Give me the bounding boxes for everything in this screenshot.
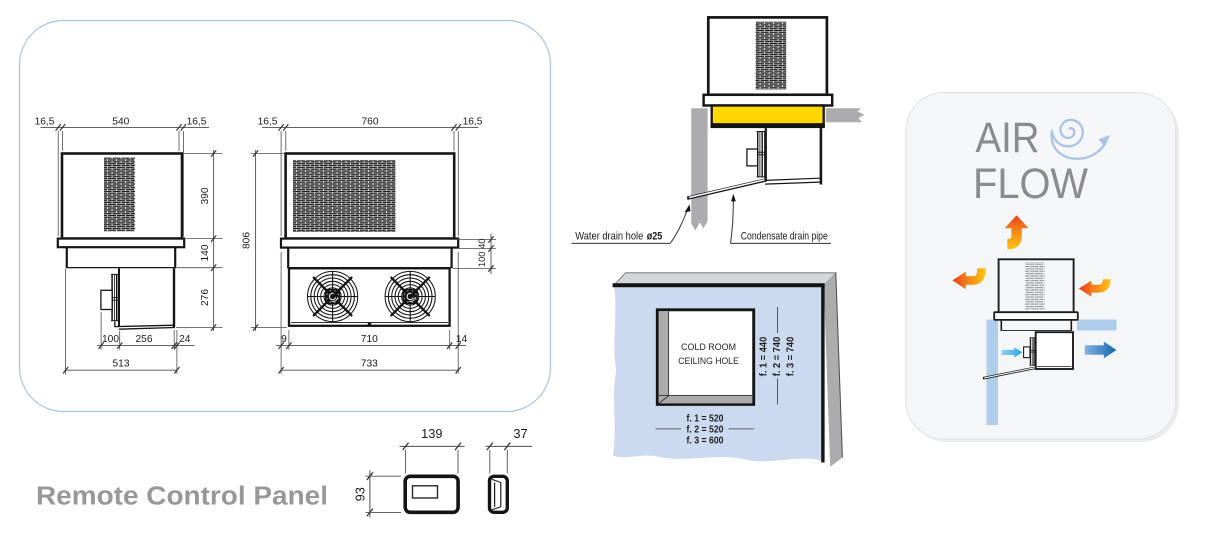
svg-text:276: 276 [200, 289, 211, 306]
svg-text:16,5: 16,5 [258, 116, 278, 127]
svg-text:16,5: 16,5 [463, 116, 483, 127]
svg-text:ø25: ø25 [647, 230, 663, 242]
svg-text:256: 256 [136, 334, 153, 345]
svg-text:16,5: 16,5 [187, 116, 207, 127]
svg-text:CEILING HOLE: CEILING HOLE [678, 356, 739, 367]
svg-text:COLD ROOM: COLD ROOM [681, 342, 736, 353]
svg-text:AIR: AIR [976, 114, 1040, 162]
svg-text:f. 2 = 740: f. 2 = 740 [772, 336, 783, 376]
svg-text:100: 100 [477, 252, 487, 268]
svg-text:37: 37 [513, 426, 527, 441]
svg-text:710: 710 [361, 334, 378, 345]
svg-text:f. 2 = 520: f. 2 = 520 [687, 425, 724, 436]
svg-text:760: 760 [362, 116, 379, 127]
svg-text:FLOW: FLOW [973, 160, 1088, 208]
svg-text:9: 9 [281, 334, 287, 345]
svg-text:24: 24 [179, 334, 191, 345]
svg-text:Remote Control Panel: Remote Control Panel [36, 483, 328, 511]
svg-text:40: 40 [477, 238, 487, 248]
svg-text:f. 1 = 520: f. 1 = 520 [687, 413, 724, 424]
svg-text:513: 513 [113, 358, 130, 369]
svg-text:806: 806 [241, 232, 252, 249]
svg-text:16,5: 16,5 [35, 116, 55, 127]
svg-text:Water drain hole: Water drain hole [575, 230, 643, 242]
svg-text:Condensate drain pipe: Condensate drain pipe [741, 230, 828, 242]
svg-text:733: 733 [361, 358, 378, 369]
svg-text:f. 3 = 600: f. 3 = 600 [687, 436, 724, 447]
svg-text:93: 93 [353, 487, 368, 501]
svg-text:139: 139 [421, 426, 442, 441]
svg-text:f. 3 = 740: f. 3 = 740 [785, 336, 796, 376]
svg-text:540: 540 [112, 116, 129, 127]
svg-text:390: 390 [200, 187, 211, 204]
svg-text:14: 14 [456, 334, 468, 345]
svg-text:140: 140 [200, 244, 211, 261]
svg-text:100: 100 [102, 334, 119, 345]
svg-text:f. 1 = 440: f. 1 = 440 [758, 336, 769, 376]
